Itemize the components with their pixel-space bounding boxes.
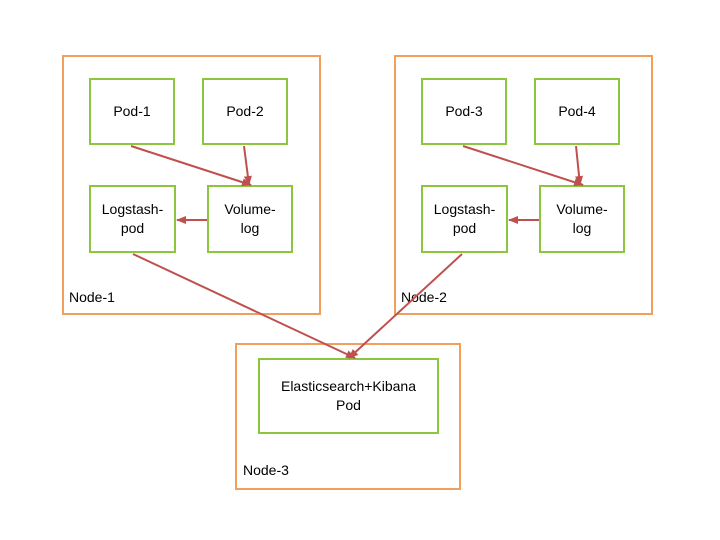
elasticsearch-kibana-pod-box: Elasticsearch+Kibana Pod — [258, 358, 439, 434]
pod-2-label: Pod-2 — [226, 103, 264, 119]
node-2-label: Node-2 — [401, 289, 447, 305]
node-3-label: Node-3 — [243, 462, 289, 478]
node-1-label: Node-1 — [69, 289, 115, 305]
pod-3-label: Pod-3 — [445, 103, 483, 119]
volume-log-node-2-label: Volume- log — [556, 201, 608, 236]
pod-4-label: Pod-4 — [558, 103, 596, 119]
logstash-pod-node-2-label: Logstash- pod — [433, 201, 496, 236]
logstash-pod-node-1-label: Logstash- pod — [101, 201, 164, 236]
pod-3-box: Pod-3 — [421, 78, 507, 145]
pod-1-box: Pod-1 — [89, 78, 175, 145]
volume-log-node-1-label: Volume- log — [224, 201, 276, 236]
volume-log-node-1-box: Volume- log — [207, 185, 293, 253]
pod-2-box: Pod-2 — [202, 78, 288, 145]
logstash-pod-node-1-box: Logstash- pod — [89, 185, 176, 253]
elasticsearch-kibana-pod-label: Elasticsearch+Kibana Pod — [280, 378, 417, 413]
logstash-pod-node-2-box: Logstash- pod — [421, 185, 508, 253]
pod-4-box: Pod-4 — [534, 78, 620, 145]
volume-log-node-2-box: Volume- log — [539, 185, 625, 253]
pod-1-label: Pod-1 — [113, 103, 151, 119]
